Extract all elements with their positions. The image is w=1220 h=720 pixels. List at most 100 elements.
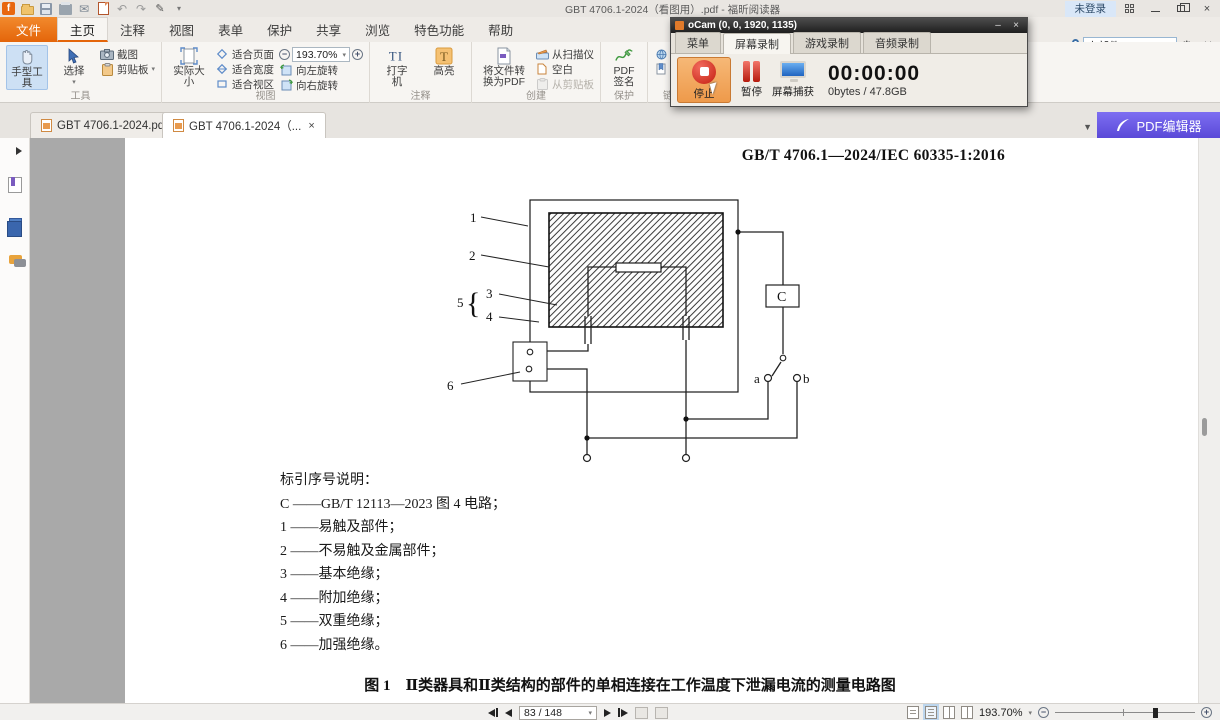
comments-panel-icon[interactable] xyxy=(6,250,26,268)
tab-file[interactable]: 文件 xyxy=(0,17,58,42)
close-tab-icon[interactable]: × xyxy=(308,119,315,132)
restore-button[interactable] xyxy=(1168,1,1194,17)
ocam-title-bar[interactable]: oCam (0, 0, 1920, 1135) – × xyxy=(671,18,1027,33)
redo-icon[interactable]: ↷ xyxy=(135,1,147,16)
ocam-close-button[interactable]: × xyxy=(1013,20,1019,31)
toolbar-more-caret-icon[interactable]: ▾ xyxy=(176,4,181,13)
bookmarks-panel-icon[interactable] xyxy=(6,176,24,194)
scrollbar-thumb[interactable] xyxy=(1202,418,1207,436)
brace-5: { xyxy=(466,287,480,320)
leader-lines xyxy=(460,216,558,385)
tab-features[interactable]: 特色功能 xyxy=(414,24,465,38)
ocam-tab-audio-record[interactable]: 音频录制 xyxy=(863,32,931,53)
from-scanner-button[interactable]: 从扫描仪 xyxy=(535,47,594,61)
screen-capture-button[interactable]: 屏幕捕获 xyxy=(772,61,814,99)
tab-help[interactable]: 帮助 xyxy=(488,24,514,38)
recording-usage: 0bytes / 47.8GB xyxy=(828,86,907,98)
vertical-scrollbar[interactable] xyxy=(1198,138,1220,703)
first-page-button[interactable] xyxy=(488,708,498,717)
label-a: a xyxy=(754,371,760,386)
zoom-slider-knob[interactable] xyxy=(1153,708,1158,718)
login-button[interactable]: 未登录 xyxy=(1064,0,1116,17)
convert-to-pdf-button[interactable]: 将文件转换为PDF xyxy=(478,45,530,90)
single-page-view-icon[interactable] xyxy=(907,706,920,719)
zoom-in-icon[interactable]: + xyxy=(352,49,364,60)
save-icon[interactable] xyxy=(39,2,53,15)
document-tab-2[interactable]: GBT 4706.1-2024（... × xyxy=(162,112,326,138)
zoom-out-icon[interactable]: − xyxy=(279,49,291,60)
print-icon[interactable] xyxy=(58,2,72,15)
pause-recording-button[interactable]: 暂停 xyxy=(741,61,762,99)
tab-comment[interactable]: 注释 xyxy=(120,24,146,38)
tab-list-caret-icon[interactable]: ▼ xyxy=(1083,122,1092,132)
signature-pen-icon xyxy=(615,47,633,65)
fit-width-button[interactable]: 适合宽度 xyxy=(215,62,274,76)
pages-panel-icon[interactable] xyxy=(6,216,24,237)
pen-tool-icon[interactable]: ✎ xyxy=(155,3,165,15)
email-icon[interactable]: ✉ xyxy=(78,1,90,16)
highlight-button[interactable]: T 高亮 xyxy=(423,45,465,90)
foxit-logo-icon[interactable]: f xyxy=(2,2,15,15)
tab-protect[interactable]: 保护 xyxy=(267,24,293,38)
pdf-page-icon xyxy=(495,47,513,65)
select-tool-button[interactable]: 选择 ▾ xyxy=(53,45,95,90)
rotate-right-button[interactable]: 向右旋转 xyxy=(279,78,363,92)
legend-line-3: 3 ——基本绝缘； xyxy=(280,567,389,582)
rotate-right-label: 向右旋转 xyxy=(296,79,339,92)
status-zoom-caret-icon[interactable]: ▾ xyxy=(1028,709,1032,717)
clipboard-label: 剪贴板 xyxy=(117,63,149,76)
status-zoom-out-icon[interactable]: − xyxy=(1038,707,1049,718)
svg-text:T: T xyxy=(440,49,448,64)
apps-grid-icon[interactable] xyxy=(1116,1,1142,17)
ocam-tab-menu[interactable]: 菜单 xyxy=(675,32,721,53)
fit-visible-button[interactable]: 适合视区 xyxy=(215,77,274,91)
close-button[interactable]: × xyxy=(1203,2,1211,15)
clipboard-button[interactable]: 剪贴板 ▾ xyxy=(100,62,155,76)
next-view-button[interactable] xyxy=(655,706,668,719)
tab-browse[interactable]: 浏览 xyxy=(365,24,391,38)
tab-form[interactable]: 表单 xyxy=(218,24,244,38)
ocam-toolbar: 停止 暂停 屏幕捕获 00:00:00 0bytes / 47.8GB xyxy=(671,54,1027,106)
last-page-button[interactable] xyxy=(618,708,628,717)
tab-view[interactable]: 视图 xyxy=(169,24,195,38)
pdf-page[interactable]: GB/T 4706.1—2024/IEC 60335-1:2016 xyxy=(125,138,1198,703)
tab-share[interactable]: 共享 xyxy=(316,24,342,38)
paste-icon[interactable] xyxy=(96,2,110,15)
pdf-sign-button[interactable]: PDF签名 xyxy=(607,45,641,90)
hand-tool-button[interactable]: 手型工具 xyxy=(6,45,48,90)
pdf-editor-button[interactable]: PDF编辑器 xyxy=(1097,112,1220,138)
ocam-tab-screen-record[interactable]: 屏幕录制 xyxy=(723,33,791,54)
zoom-slider[interactable] xyxy=(1055,706,1195,719)
ocam-window[interactable]: oCam (0, 0, 1920, 1135) – × 菜单 屏幕录制 游戏录制… xyxy=(670,17,1028,107)
previous-page-button[interactable] xyxy=(505,708,512,717)
stop-recording-button[interactable]: 停止 xyxy=(677,57,731,103)
tab-home[interactable]: 主页 xyxy=(57,17,109,42)
blank-page-button[interactable]: 空白 xyxy=(535,62,594,76)
label-b: b xyxy=(803,371,810,386)
pdf-file-icon xyxy=(173,119,184,132)
page-number-combo[interactable]: 83 / 148 ▾ xyxy=(519,705,597,720)
minimize-button[interactable] xyxy=(1142,1,1168,17)
expand-panel-arrow-icon[interactable] xyxy=(6,142,24,160)
status-zoom-in-icon[interactable]: + xyxy=(1201,707,1212,718)
quill-icon xyxy=(1117,118,1130,131)
actual-size-button[interactable]: 实际大小 xyxy=(168,45,210,90)
continuous-facing-view-icon[interactable] xyxy=(961,706,974,719)
recording-status: 00:00:00 0bytes / 47.8GB xyxy=(828,62,920,98)
undo-icon[interactable]: ↶ xyxy=(116,1,128,16)
document-tab-1[interactable]: GBT 4706.1-2024.pdf xyxy=(30,112,179,138)
rotate-left-icon xyxy=(279,64,293,76)
next-page-button[interactable] xyxy=(604,708,611,717)
zoom-level-combo[interactable]: 193.70% ▾ xyxy=(292,47,351,62)
previous-view-button[interactable] xyxy=(635,706,648,719)
rotate-left-button[interactable]: 向左旋转 xyxy=(279,63,363,77)
continuous-view-icon[interactable] xyxy=(923,704,940,720)
ocam-tabs: 菜单 屏幕录制 游戏录制 音频录制 xyxy=(671,32,1027,54)
ocam-minimize-button[interactable]: – xyxy=(995,20,1001,31)
snapshot-button[interactable]: 截图 xyxy=(100,47,155,61)
facing-view-icon[interactable] xyxy=(943,706,956,719)
ocam-tab-game-record[interactable]: 游戏录制 xyxy=(793,32,861,53)
open-file-icon[interactable] xyxy=(20,2,34,15)
fit-page-button[interactable]: 适合页面 xyxy=(215,47,274,61)
